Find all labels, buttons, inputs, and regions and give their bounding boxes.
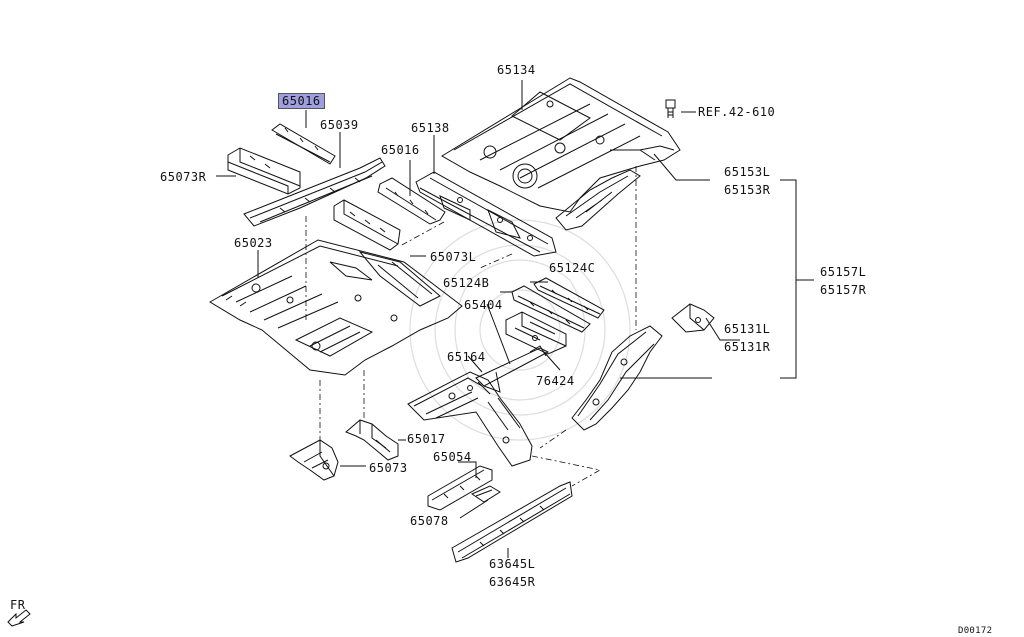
part-65016-small-rail xyxy=(271,123,336,165)
part-65078-bracket xyxy=(470,485,501,503)
leader-lines xyxy=(216,80,814,558)
label-65157R[interactable]: 65157R xyxy=(820,283,867,297)
part-65073-bracket xyxy=(289,439,339,481)
label-65078[interactable]: 65078 xyxy=(410,514,449,528)
label-63645R[interactable]: 63645R xyxy=(489,575,536,589)
part-65023-floor-pan xyxy=(209,239,463,376)
label-65138[interactable]: 65138 xyxy=(411,121,450,135)
label-65153L[interactable]: 65153L xyxy=(724,165,771,179)
label-front: FR xyxy=(10,598,26,612)
part-65124B-rail xyxy=(511,285,591,333)
label-65073[interactable]: 65073 xyxy=(369,461,408,475)
label-65073L[interactable]: 65073L xyxy=(430,250,477,264)
label-65131R[interactable]: 65131R xyxy=(724,340,771,354)
label-65016[interactable]: 65016 xyxy=(381,143,420,157)
label-65404[interactable]: 65404 xyxy=(464,298,503,312)
part-65073R-bracket xyxy=(227,147,301,195)
part-65073L-rail xyxy=(333,199,401,251)
part-65134-rear-floor xyxy=(441,77,681,213)
label-65039[interactable]: 65039 xyxy=(320,118,359,132)
part-65157-rear-member xyxy=(571,325,663,431)
screw-ref xyxy=(665,99,676,118)
label-65124B[interactable]: 65124B xyxy=(443,276,490,290)
label-65124C[interactable]: 65124C xyxy=(549,261,596,275)
part-65124C-rail xyxy=(533,277,605,319)
part-76424-bracket xyxy=(505,311,567,355)
label-65016-highlighted[interactable]: 65016 xyxy=(278,93,325,109)
label-76424[interactable]: 76424 xyxy=(536,374,575,388)
label-63645L[interactable]: 63645L xyxy=(489,557,536,571)
part-65138-crossmember xyxy=(415,171,557,257)
label-65054[interactable]: 65054 xyxy=(433,450,472,464)
front-arrow-icon xyxy=(7,609,31,627)
part-65404-stay xyxy=(475,345,550,395)
label-65073R[interactable]: 65073R xyxy=(160,170,207,184)
part-65054-rail xyxy=(427,465,493,511)
diagram-code: D00172 xyxy=(958,626,993,636)
label-65134[interactable]: 65134 xyxy=(497,63,536,77)
part-65039-rail xyxy=(243,157,386,227)
label-65017[interactable]: 65017 xyxy=(407,432,446,446)
part-65153-side-member xyxy=(555,169,641,231)
label-65023[interactable]: 65023 xyxy=(234,236,273,250)
part-63645-side-sill xyxy=(451,481,573,563)
alignment-lines xyxy=(305,166,637,487)
part-65131-bracket xyxy=(671,303,715,333)
label-ref-42-610[interactable]: REF.42-610 xyxy=(698,105,776,119)
label-65164[interactable]: 65164 xyxy=(447,350,486,364)
label-65131L[interactable]: 65131L xyxy=(724,322,771,336)
label-65157L[interactable]: 65157L xyxy=(820,265,867,279)
part-65164-crossmember xyxy=(407,371,533,467)
part-65017-bracket xyxy=(345,419,399,461)
label-65153R[interactable]: 65153R xyxy=(724,183,771,197)
part-65016-rail xyxy=(377,177,446,225)
